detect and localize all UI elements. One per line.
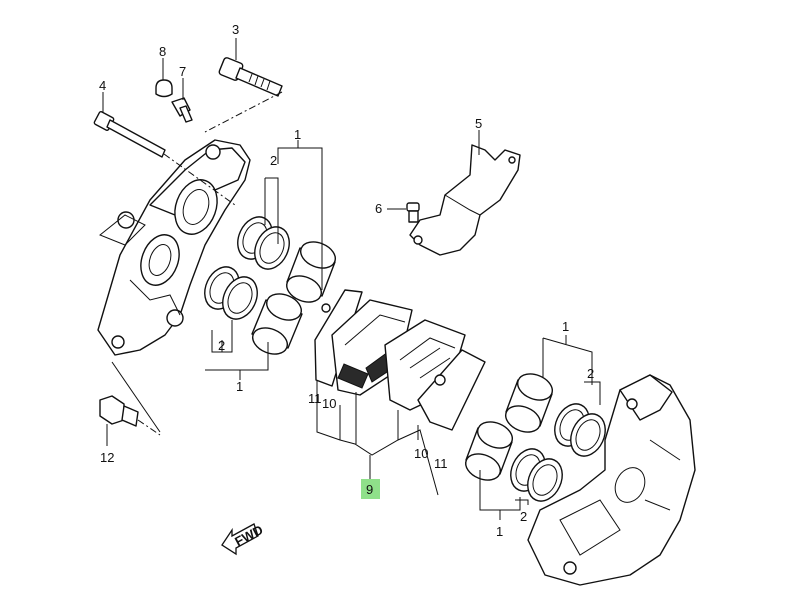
callout-2-right: 2 [587,366,594,381]
callout-9: 9 [366,482,373,497]
callout-7: 7 [179,64,186,79]
callout-5: 5 [475,116,482,131]
dash-line-upper-12 [111,361,161,433]
dash-line-bolt-12 [137,419,161,436]
callout-4: 4 [99,78,106,93]
piston-seal-set-lower-right [465,421,563,502]
callout-labels: 1 2 3 4 5 6 7 8 2 1 12 11 10 10 11 9 1 2… [99,22,594,539]
callout-2-top: 2 [270,153,277,168]
mounting-bolt-12 [99,395,139,427]
callout-1-top: 1 [294,127,301,142]
callout-1-left: 1 [236,379,243,394]
bracket-bolt-6 [406,202,420,223]
callout-6: 6 [375,201,382,216]
callout-8: 8 [159,44,166,59]
dash-line-bolt-3 [204,91,283,133]
piston-seal-set-upper-left [237,216,336,303]
right-caliper-half [527,374,696,586]
callout-9-highlight [361,479,380,499]
pad-spring-bracket-5 [409,144,521,256]
leader-lines [102,38,601,520]
callout-10-right: 10 [414,446,428,461]
bleeder-cap-8 [155,79,173,98]
long-pin-4 [93,111,166,158]
piston-seal-set-lower-left [204,266,303,355]
brake-pad-shim-right [417,349,486,431]
callout-11-right: 11 [434,456,448,471]
callout-2-left: 2 [218,338,225,353]
callout-2-bottom: 2 [520,509,527,524]
callout-10-left: 10 [322,396,336,411]
fwd-arrow-icon: FWD [221,522,265,556]
caliper-bolt-3 [218,57,283,97]
callout-1-bottom: 1 [496,524,503,539]
callout-11-left: 11 [308,391,322,406]
callout-1-right: 1 [562,319,569,334]
piston-seal-set-upper-right [505,373,606,457]
fwd-label: FWD [232,522,265,549]
callout-12: 12 [100,450,114,465]
callout-3: 3 [232,22,239,37]
left-caliper-half [97,139,251,356]
bleeder-screw-7 [171,97,193,123]
